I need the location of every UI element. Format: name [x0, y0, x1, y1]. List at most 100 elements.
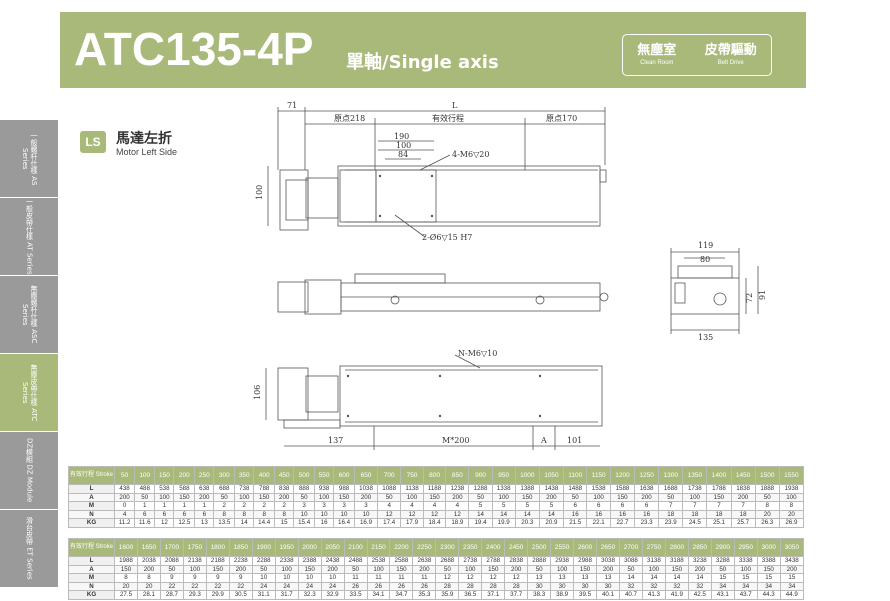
table-cell: 38.3	[527, 590, 552, 600]
table-cell: 6	[562, 501, 588, 511]
table-cell: 200	[504, 564, 529, 574]
side-tab-at[interactable]: 一般皮帶仕樣 AT Series	[0, 198, 58, 276]
table-cell: 200	[445, 492, 470, 502]
table-cell: 15	[733, 573, 758, 583]
table-cell: 20	[114, 581, 138, 591]
table-cell: 1088	[377, 484, 402, 494]
table-cell: 1238	[445, 484, 470, 494]
side-tab-asc[interactable]: 無塵螺杆仕樣 ASC Series	[0, 276, 58, 354]
side-tab-atc[interactable]: 無塵皮帶仕樣 ATC Series	[0, 354, 58, 432]
table-cell: 10	[251, 573, 276, 583]
table-cell: 29.3	[182, 590, 207, 600]
product-subtitle: 單軸/Single axis	[346, 52, 499, 73]
stroke-column-header: 2250	[412, 538, 437, 557]
table-cell: 16	[562, 509, 588, 519]
table-cell: 100	[274, 564, 299, 574]
table-cell: 5	[491, 501, 516, 511]
table-cell: 20	[754, 509, 780, 519]
stroke-column-header: 1400	[706, 466, 732, 485]
stroke-column-header: 950	[491, 466, 516, 485]
table-cell: 15	[779, 573, 805, 583]
table-cell: 13	[194, 518, 215, 528]
table-cell: 32.9	[320, 590, 345, 600]
table-cell: 11	[343, 573, 368, 583]
table-cell: 34	[710, 581, 735, 591]
table-cell: 3	[293, 501, 316, 511]
table-cell: 36.5	[458, 590, 483, 600]
table-cell: 6	[173, 509, 196, 519]
table-cell: 8	[136, 573, 161, 583]
table-cell: 100	[400, 492, 424, 502]
table-cell: 888	[293, 484, 316, 494]
table-cell: 9	[159, 573, 184, 583]
table-cell: 19.4	[468, 518, 493, 528]
side-tab-dz[interactable]: DZ模組 DZ Module	[0, 432, 58, 510]
table-cell: 8	[234, 509, 255, 519]
stroke-column-header: 2500	[527, 538, 552, 557]
stroke-column-header: 1700	[159, 538, 184, 557]
table-cell: 28	[481, 581, 506, 591]
dim-m200: M*200	[442, 436, 469, 445]
table-cell: 30	[596, 581, 620, 591]
table-cell: 50	[710, 564, 735, 574]
table-cell: 16	[634, 509, 660, 519]
row-label: L	[67, 556, 116, 566]
table-cell: 10	[274, 573, 299, 583]
table-cell: 788	[253, 484, 276, 494]
table-cell: 26	[343, 581, 368, 591]
stroke-column-header: 2950	[733, 538, 758, 557]
table-cell: 2338	[274, 556, 299, 566]
stroke-column-header: 1050	[538, 466, 565, 485]
stroke-column-header: 150	[154, 466, 175, 485]
table-cell: 1688	[658, 484, 684, 494]
table-cell: 150	[389, 564, 414, 574]
stroke-column-header: 1850	[228, 538, 253, 557]
feature-badges: 無塵室 Clean Room 皮帶驅動 Belt Drive	[622, 34, 772, 76]
table-cell: 24	[297, 581, 322, 591]
table-cell: 438	[114, 484, 136, 494]
table-cell: 40.1	[596, 590, 620, 600]
table-cell: 8	[274, 509, 295, 519]
table-cell: 16	[609, 509, 636, 519]
side-tab-as[interactable]: 一般螺杆仕樣 AS Series	[0, 120, 58, 198]
table-cell: 1	[134, 501, 156, 511]
table-cell: 28	[504, 581, 529, 591]
table-cell: 10	[314, 509, 335, 519]
table-cell: 37.7	[504, 590, 529, 600]
table-cell: 838	[274, 484, 295, 494]
side-tab-et[interactable]: 滑台皮帶 ET Series	[0, 510, 58, 588]
table-cell: 9	[205, 573, 230, 583]
stroke-column-header: 2650	[596, 538, 620, 557]
table-cell: 21.5	[562, 518, 588, 528]
table-cell: 11.2	[114, 518, 136, 528]
product-title: ATC135-4P	[74, 23, 314, 75]
table-cell: 11	[389, 573, 414, 583]
table-cell: 7	[730, 501, 756, 511]
stroke-column-header: 1750	[182, 538, 207, 557]
badge-belt-drive: 皮帶驅動 Belt Drive	[705, 39, 757, 75]
stroke-column-header: 900	[468, 466, 493, 485]
table-cell: 26.3	[754, 518, 780, 528]
table-cell: 1988	[114, 556, 138, 566]
stroke-header: 有效行程 Stroke	[67, 466, 116, 485]
table-cell: 2988	[573, 556, 598, 566]
table-cell: 34.7	[389, 590, 414, 600]
table-cell: 44.9	[779, 590, 805, 600]
table-cell: 42.5	[687, 590, 712, 600]
table-cell: 3438	[779, 556, 805, 566]
table-cell: 2038	[136, 556, 161, 566]
table-cell: 41.9	[664, 590, 689, 600]
badge-belt-drive-en: Belt Drive	[717, 60, 744, 66]
table-cell: 18.9	[445, 518, 470, 528]
table-cell: 50	[159, 564, 184, 574]
table-cell: 12	[400, 509, 424, 519]
table-cell: 150	[205, 564, 230, 574]
dim-119: 119	[698, 241, 713, 250]
table-cell: 14	[687, 573, 712, 583]
stroke-column-header: 1100	[562, 466, 588, 485]
row-label: N	[67, 509, 116, 519]
dim-height-100: 100	[255, 185, 264, 200]
